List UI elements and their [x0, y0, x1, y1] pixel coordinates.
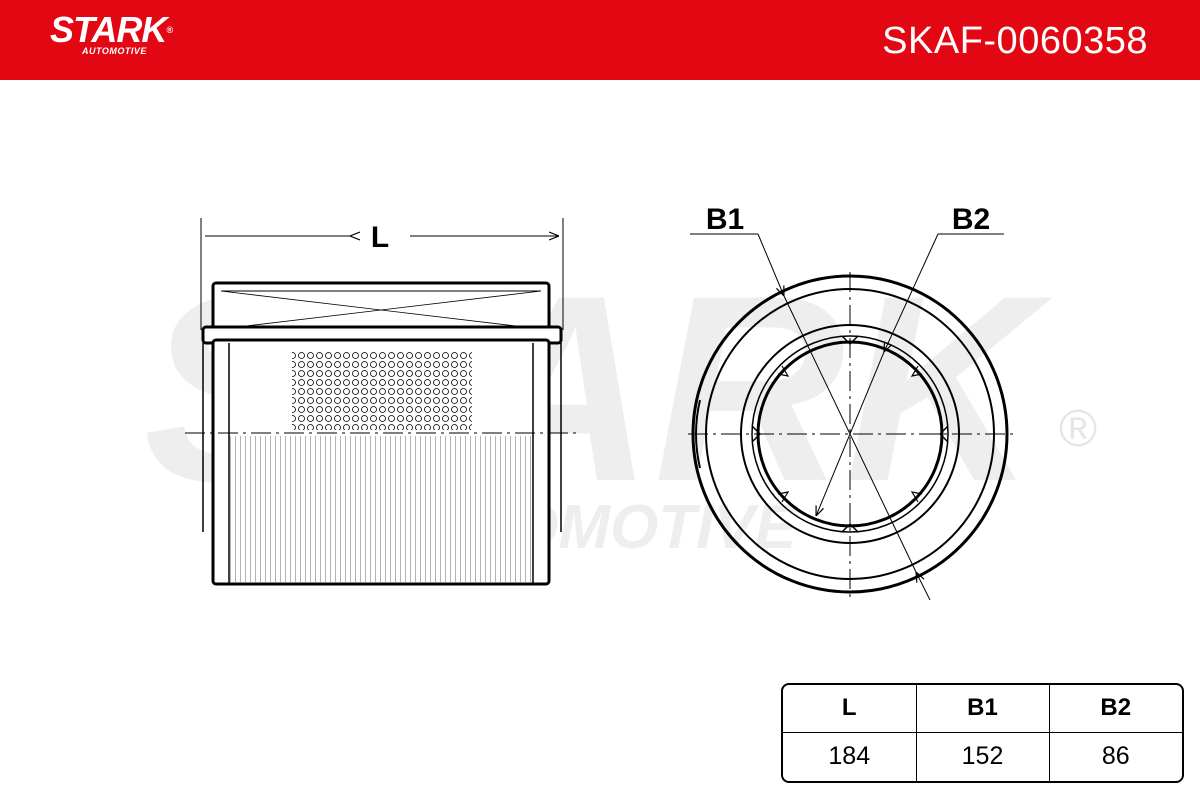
value-b1: 152 — [915, 731, 1050, 781]
header-bar: STARK® AUTOMOTIVE SKAF-0060358 — [0, 0, 1200, 80]
dimensions-header-row: L B1 B2 — [783, 685, 1182, 733]
filter-side-view — [185, 281, 578, 586]
filter-front-view — [688, 272, 1016, 598]
part-number: SKAF-0060358 — [882, 20, 1148, 62]
logo-brand: STARK — [50, 9, 167, 50]
dimension-b2 — [816, 233, 1004, 516]
logo-registered: ® — [166, 25, 173, 35]
value-b2: 86 — [1048, 731, 1182, 781]
watermark-registered: ® — [1059, 400, 1097, 458]
perforated-section — [292, 350, 472, 430]
dimensions-value-row: 184 152 86 — [783, 731, 1182, 781]
logo-subtitle: AUTOMOTIVE — [82, 46, 147, 56]
label-l: L — [371, 221, 389, 254]
header-b1: B1 — [915, 685, 1050, 733]
label-b2: B2 — [952, 203, 990, 236]
stark-logo: STARK® AUTOMOTIVE — [50, 9, 173, 57]
dimension-l — [200, 218, 564, 330]
dimensions-table: L B1 B2 184 152 86 — [781, 683, 1184, 783]
label-b1: B1 — [706, 203, 744, 236]
header-l: L — [783, 685, 917, 733]
header-b2: B2 — [1048, 685, 1182, 733]
technical-drawing: STARK AUTOMOTIVE ® L — [143, 203, 1097, 601]
value-l: 184 — [783, 731, 917, 781]
pleated-media — [230, 436, 532, 582]
